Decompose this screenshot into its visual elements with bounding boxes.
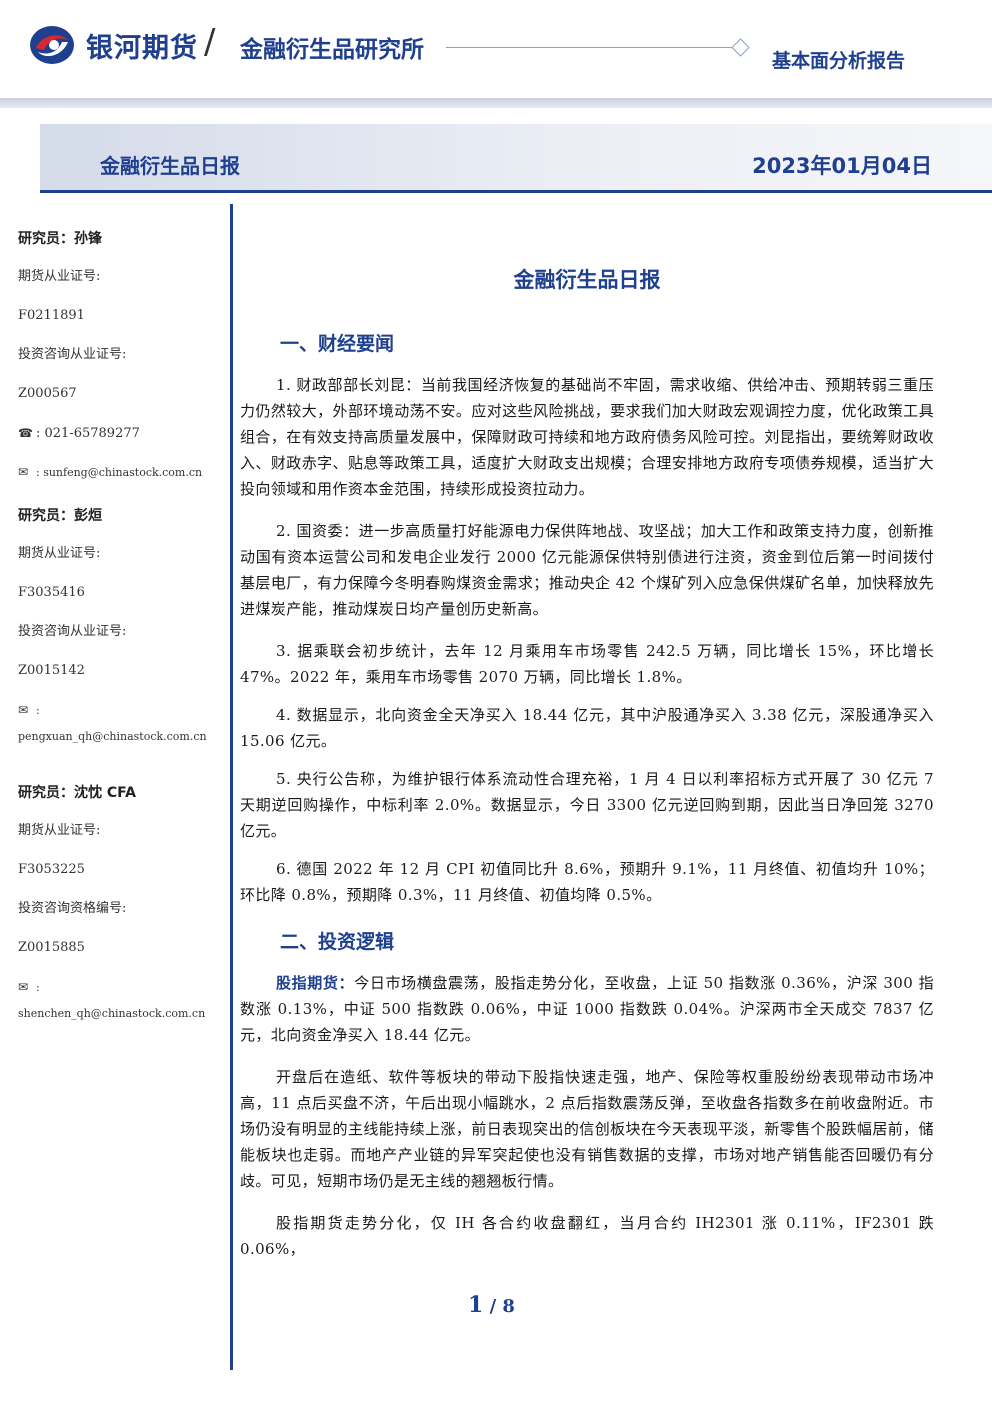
brand-name: 银河期货 — [86, 33, 198, 64]
top-header: 银河期货 / 金融衍生品研究所 基本面分析报告 — [0, 0, 992, 96]
sidebar: 研究员：孙锋 期货从业证号: F0211891 投资咨询从业证号: Z00056… — [18, 226, 226, 1020]
license-number: F3053225 — [18, 862, 85, 877]
email-row: ✉: pengxuan_qh@chinastock.com.cn — [18, 697, 226, 743]
institute-name: 金融衍生品研究所 — [240, 37, 424, 63]
news-item: 6. 德国 2022 年 12 月 CPI 初值同比升 8.6%，预期升 9.1… — [240, 860, 934, 904]
news-item: 2. 国资委：进一步高质量打好能源电力保供阵地战、攻坚战；加大工作和政策支持力度… — [240, 522, 934, 618]
news-item: 5. 央行公告称，为维护银行体系流动性合理充裕，1 月 4 日以利率招标方式开展… — [240, 770, 934, 840]
logic-paragraph: 开盘后在造纸、软件等板块的带动下股指快速走强，地产、保险等权重股纷纷表现带动市场… — [240, 1068, 934, 1190]
logic-paragraph: 股指期货：今日市场横盘震荡，股指走势分化，至收盘，上证 50 指数涨 0.36%… — [240, 970, 934, 1048]
news-item: 4. 数据显示，北向资金全天净买入 18.44 亿元，其中沪股通净买入 3.38… — [240, 706, 934, 750]
phone-icon: ☎ — [18, 426, 33, 440]
researcher-name: 研究员：沈忱 CFA — [18, 785, 136, 801]
license-label: 期货从业证号: — [18, 269, 101, 284]
report-date: 2023年01月04日 — [752, 154, 932, 178]
phone-number: 021-65789277 — [44, 426, 140, 441]
page-separator: / — [483, 1296, 503, 1317]
galaxy-logo-icon — [30, 26, 74, 64]
license-label: 期货从业证号: — [18, 823, 101, 838]
current-page: 1 — [468, 1292, 484, 1318]
page-number: 1 / 8 — [468, 1292, 515, 1318]
license-number: F0211891 — [18, 308, 85, 323]
daily-report-title: 金融衍生品日报 — [100, 154, 240, 178]
researcher-block: 研究员：彭烜 期货从业证号: F3035416 投资咨询从业证号: Z00151… — [18, 503, 226, 743]
title-bar-rule — [40, 190, 992, 193]
header-band — [0, 98, 992, 108]
phone-row: ☎: 021-65789277 — [18, 420, 226, 459]
mail-icon: ✉ — [18, 980, 29, 994]
section-heading-news: 一、财经要闻 — [280, 333, 395, 355]
main-content: 金融衍生品日报 一、财经要闻 1. 财政部部长刘昆：当前我国经济恢复的基础尚不牢… — [240, 262, 934, 1278]
news-item: 1. 财政部部长刘昆：当前我国经济恢复的基础尚不牢固，需求收缩、供给冲击、预期转… — [240, 376, 934, 498]
header-slash: / — [204, 22, 216, 62]
mail-icon: ✉ — [18, 703, 29, 717]
researcher-block: 研究员：孙锋 期货从业证号: F0211891 投资咨询从业证号: Z00056… — [18, 226, 226, 498]
section-heading-logic: 二、投资逻辑 — [280, 931, 395, 953]
email-address[interactable]: sunfeng@chinastock.com.cn — [43, 466, 203, 479]
email-row: ✉: shenchen_qh@chinastock.com.cn — [18, 974, 226, 1020]
researcher-name: 研究员：孙锋 — [18, 231, 102, 247]
column-divider — [230, 204, 233, 1370]
consult-number: Z000567 — [18, 386, 77, 401]
mail-icon: ✉ — [18, 465, 29, 479]
news-item: 3. 据乘联会初步统计，去年 12 月乘用车市场零售 242.5 万辆，同比增长… — [240, 642, 934, 686]
license-label: 期货从业证号: — [18, 546, 101, 561]
consult-label: 投资咨询从业证号: — [18, 624, 127, 639]
researcher-block: 研究员：沈忱 CFA 期货从业证号: F3053225 投资咨询资格编号: Z0… — [18, 780, 226, 1020]
diamond-ornament — [731, 38, 750, 57]
email-address[interactable]: shenchen_qh@chinastock.com.cn — [18, 1007, 206, 1020]
consult-number: Z0015885 — [18, 940, 85, 955]
title-bar — [40, 124, 992, 190]
email-address[interactable]: pengxuan_qh@chinastock.com.cn — [18, 730, 207, 743]
lead-label: 股指期货： — [276, 974, 355, 992]
email-row: ✉: sunfeng@chinastock.com.cn — [18, 459, 226, 498]
consult-label: 投资咨询从业证号: — [18, 347, 127, 362]
license-number: F3035416 — [18, 585, 85, 600]
report-type: 基本面分析报告 — [772, 50, 906, 72]
consult-label: 投资咨询资格编号: — [18, 901, 127, 916]
researcher-name: 研究员：彭烜 — [18, 508, 102, 524]
total-pages: 8 — [502, 1296, 515, 1317]
consult-number: Z0015142 — [18, 663, 85, 678]
main-title: 金融衍生品日报 — [513, 268, 661, 292]
logic-text: 今日市场横盘震荡，股指走势分化，至收盘，上证 50 指数涨 0.36%，沪深 3… — [240, 974, 934, 1044]
logic-paragraph: 股指期货走势分化，仅 IH 各合约收盘翻红，当月合约 IH2301 涨 0.11… — [240, 1214, 934, 1258]
header-rule — [446, 47, 732, 48]
